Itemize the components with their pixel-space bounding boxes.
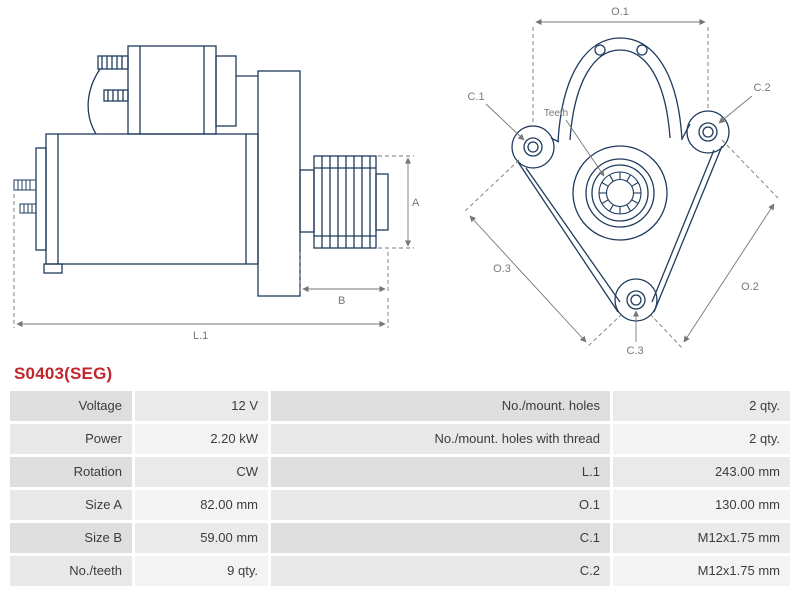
spec-label: Voltage [10, 391, 132, 421]
spec-value: 59.00 mm [135, 523, 268, 553]
spec-label: Size A [10, 490, 132, 520]
starter-motor-outline [13, 45, 389, 297]
dim-label-o3: O.3 [493, 263, 511, 275]
spec-row: Voltage 12 V No./mount. holes 2 qty. [10, 391, 790, 421]
part-number-heading: S0403(SEG) [14, 364, 113, 383]
starter-front-view-drawing: O.1 O.3 O.2 C.1 C.2 C.3 Teeth [463, 6, 779, 357]
spec-table: Voltage 12 V No./mount. holes 2 qty. Pow… [10, 391, 790, 586]
spec-label: Rotation [10, 457, 132, 487]
spec-value: CW [135, 457, 268, 487]
spec-label: No./mount. holes [271, 391, 610, 421]
solenoid [87, 45, 237, 135]
spec-value: 243.00 mm [613, 457, 790, 487]
spec-label: Size B [10, 523, 132, 553]
pinion-gear [299, 155, 389, 249]
spec-value: 130.00 mm [613, 490, 790, 520]
spec-value: 9 qty. [135, 556, 268, 586]
spec-label: Power [10, 424, 132, 454]
starter-side-view-drawing: A B L.1 [13, 45, 420, 342]
dim-label-c3: C.3 [626, 345, 643, 357]
mounting-flange-outline [511, 37, 730, 322]
side-view-dimensions [13, 155, 414, 328]
spec-value: 2.20 kW [135, 424, 268, 454]
dim-label-o2: O.2 [741, 281, 759, 293]
spec-label: O.1 [271, 490, 610, 520]
dim-label-a: A [412, 197, 420, 209]
spec-value: 2 qty. [613, 391, 790, 421]
spec-row: Size A 82.00 mm O.1 130.00 mm [10, 490, 790, 520]
spec-row: Power 2.20 kW No./mount. holes with thre… [10, 424, 790, 454]
spec-value: M12x1.75 mm [613, 556, 790, 586]
dim-label-c1: C.1 [467, 91, 484, 103]
spec-label: No./mount. holes with thread [271, 424, 610, 454]
front-view-dimensions [463, 18, 779, 349]
dim-label-b: B [338, 295, 345, 307]
spec-row: No./teeth 9 qty. C.2 M12x1.75 mm [10, 556, 790, 586]
dim-label-o1: O.1 [611, 6, 629, 18]
spec-row: Rotation CW L.1 243.00 mm [10, 457, 790, 487]
dim-label-c2: C.2 [753, 82, 770, 94]
spec-value: 82.00 mm [135, 490, 268, 520]
rear-studs [13, 179, 37, 214]
spec-value: 2 qty. [613, 424, 790, 454]
spec-label: C.1 [271, 523, 610, 553]
spec-row: Size B 59.00 mm C.1 M12x1.75 mm [10, 523, 790, 553]
spec-label: No./teeth [10, 556, 132, 586]
front-view-dimension-labels: O.1 O.3 O.2 C.1 C.2 C.3 Teeth [467, 6, 770, 357]
technical-drawings: A B L.1 [13, 6, 779, 357]
dim-label-l1: L.1 [193, 330, 208, 342]
side-view-dimension-labels: A B L.1 [193, 197, 420, 342]
spline-teeth [598, 171, 642, 215]
spec-value: 12 V [135, 391, 268, 421]
spec-label: L.1 [271, 457, 610, 487]
spec-label: C.2 [271, 556, 610, 586]
dim-label-teeth: Teeth [544, 108, 568, 119]
mounting-holes [523, 122, 718, 310]
spec-value: M12x1.75 mm [613, 523, 790, 553]
